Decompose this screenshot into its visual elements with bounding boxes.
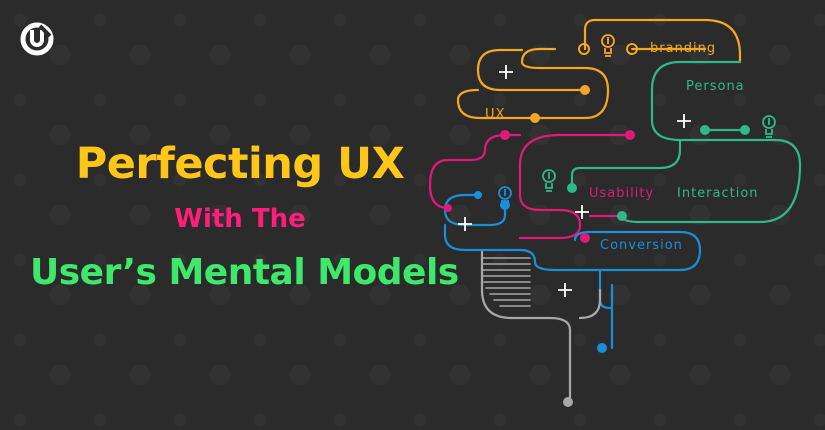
pink-circuit bbox=[428, 133, 632, 240]
label-interaction: Interaction bbox=[677, 186, 759, 201]
headline: Perfecting UX With The User’s Mental Mod… bbox=[30, 135, 459, 301]
lightbulb-icon bbox=[498, 34, 776, 205]
grey-hatch bbox=[481, 257, 531, 307]
blue-circuit bbox=[443, 193, 702, 350]
orange-circuit bbox=[456, 18, 742, 120]
headline-line-1: Perfecting UX bbox=[75, 139, 405, 189]
label-ux: UX bbox=[485, 107, 505, 122]
headline-line-2: With The bbox=[174, 204, 306, 234]
label-branding: branding bbox=[650, 41, 716, 56]
circuit-nodes bbox=[444, 43, 750, 407]
plus-icon bbox=[458, 65, 691, 297]
label-persona: Persona bbox=[686, 79, 745, 94]
grey-circuit bbox=[480, 250, 602, 404]
headline-line-3: User’s Mental Models bbox=[30, 252, 459, 293]
label-usability: Usability bbox=[589, 186, 654, 201]
label-conversion: Conversion bbox=[600, 238, 683, 253]
green-circuit bbox=[570, 60, 802, 224]
logo-icon bbox=[20, 22, 54, 56]
